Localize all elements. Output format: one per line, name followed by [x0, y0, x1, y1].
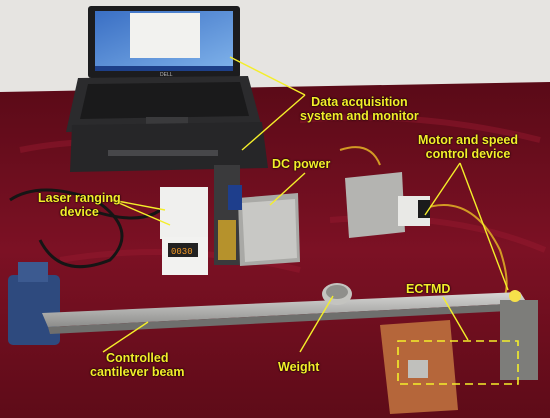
label-weight: Weight: [278, 360, 320, 374]
label-dc-power: DC power: [272, 157, 331, 171]
bench-vise: [8, 262, 60, 345]
motor-speed-control-device: [345, 172, 430, 238]
ectmd-device: [380, 290, 538, 414]
laptop: DELL: [66, 6, 262, 132]
label-data-acquisition: Data acquisition system and monitor: [300, 95, 419, 123]
label-controlled-beam: Controlled cantilever beam: [90, 351, 185, 379]
label-controlled-beam-line1: Controlled: [106, 351, 169, 365]
cantilever-beam: [42, 292, 528, 334]
label-motor-speed-line2: control device: [425, 147, 511, 161]
laptop-brand: DELL: [160, 72, 173, 78]
ectmd-highlight-box: [397, 340, 519, 385]
data-acquisition-box: [70, 122, 268, 172]
label-laser-ranging: Laser ranging device: [38, 191, 121, 219]
laser-display-readout: 0030: [171, 247, 193, 257]
label-controlled-beam-line2: cantilever beam: [90, 365, 185, 379]
label-data-acquisition-line2: system and monitor: [300, 109, 419, 123]
label-laser-ranging-line1: Laser ranging: [38, 191, 121, 205]
label-motor-speed-line1: Motor and speed: [418, 133, 519, 147]
annotation-leader-lines: [102, 56, 509, 353]
label-data-acquisition-line1: Data acquisition: [311, 95, 408, 109]
laser-ranging-device: 0030: [160, 165, 240, 275]
weight-disc: [322, 283, 352, 305]
dc-power-supply: [228, 185, 300, 266]
label-ectmd: ECTMD: [406, 282, 451, 296]
label-laser-ranging-line2: device: [59, 205, 99, 219]
label-motor-speed: Motor and speed control device: [418, 133, 518, 161]
